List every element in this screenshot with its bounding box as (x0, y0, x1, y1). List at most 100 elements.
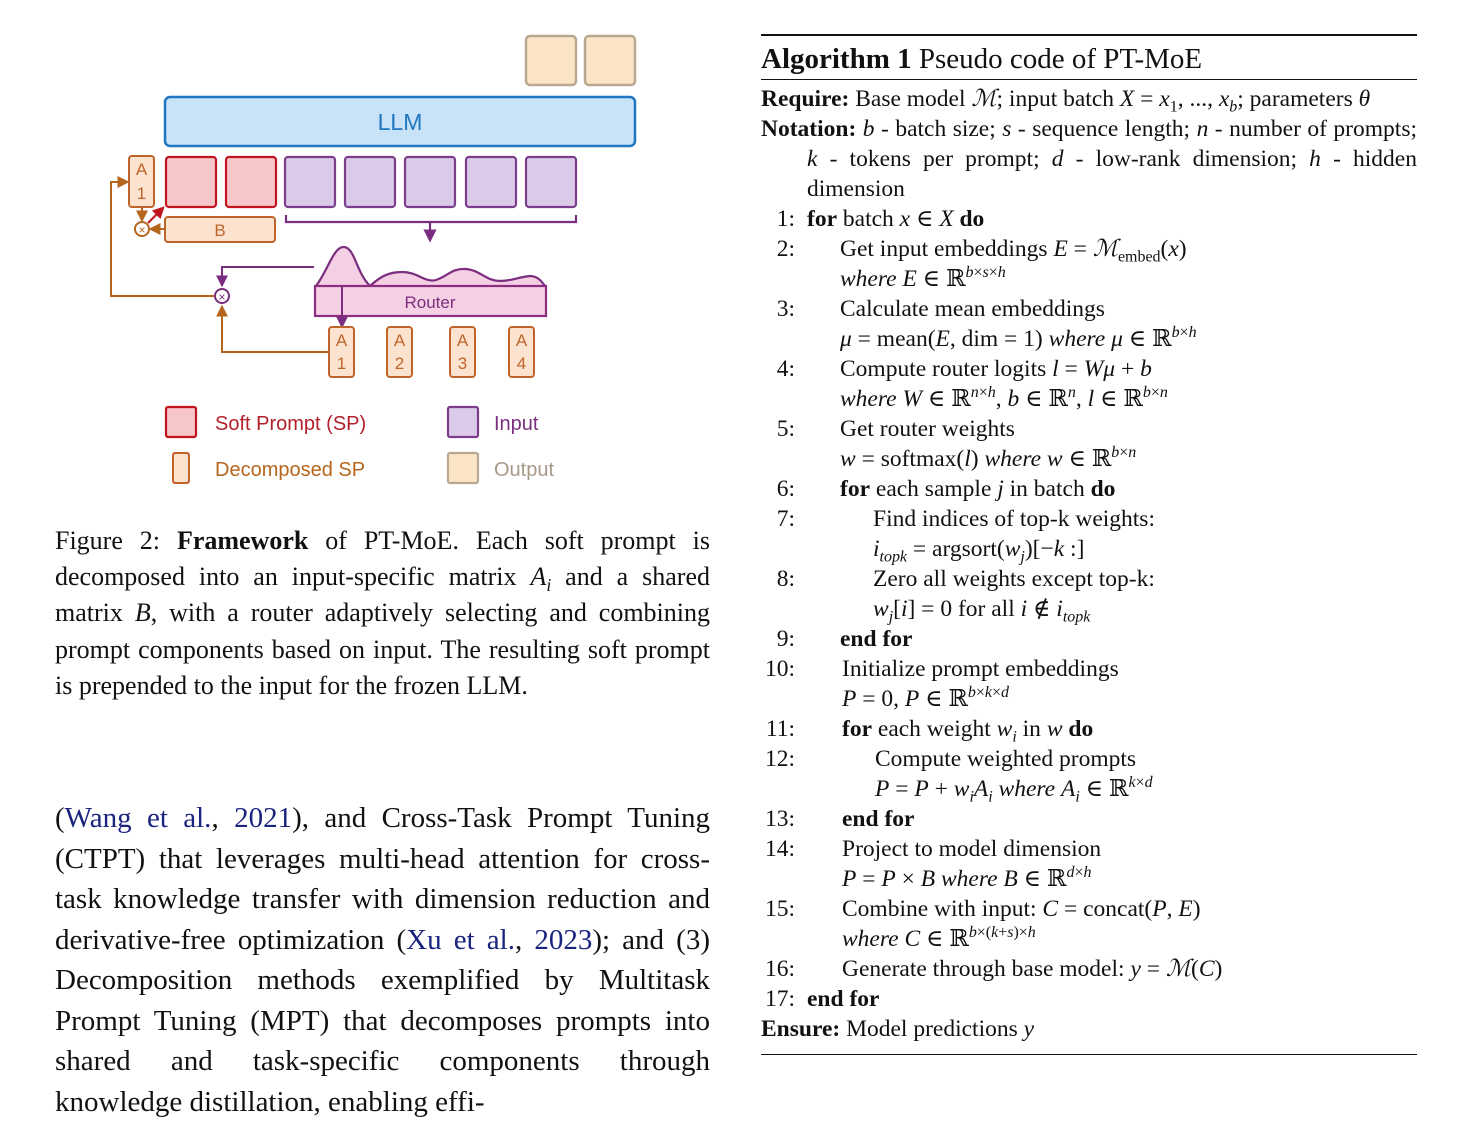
keyword-for: for (807, 206, 838, 232)
notation-text: - sequence length; (1011, 116, 1197, 142)
shared-b-label: B (214, 221, 225, 240)
ensure-keyword: Ensure: (761, 1016, 841, 1042)
algorithm-ensure: Ensure: Model predictions y (761, 1016, 1035, 1042)
caption-symbol: i (546, 575, 552, 596)
router-output-letter: A (457, 331, 469, 350)
algorithm-line: 10: Initialize prompt embeddings (761, 654, 1417, 684)
line-text: in batch (1003, 476, 1091, 502)
notation-text: - hidden dimension (807, 146, 1417, 202)
legend-decomposed-label: Decomposed SP (215, 459, 365, 481)
algorithm-line-cont: P = P + wiAi where Ai ∈ ℝk×d (875, 774, 1153, 806)
body-paragraph: (Wang et al., 2021), and Cross-Task Prom… (55, 798, 710, 1122)
input-token-box (464, 155, 518, 209)
multiply-icon: × (218, 290, 225, 304)
multiply-icon: × (138, 223, 145, 237)
algorithm-line-cont: P = P × B where B ∈ ℝd×h (842, 864, 1092, 892)
shared-b-box (164, 216, 276, 243)
line-text: Initialize prompt embeddings (842, 656, 1119, 682)
algorithm-line: 4: Compute router logits l = Wμ + b (761, 354, 1417, 384)
caption-bold: Framework (176, 526, 309, 555)
keyword-for: for (840, 476, 871, 502)
output-token-box (524, 34, 578, 87)
caption-symbol: B (134, 598, 151, 628)
algorithm-line: 16: Generate through base model: y = ℳ(C… (761, 954, 1417, 984)
caption-prefix: Figure 2: (55, 526, 177, 555)
multiply-node-bottom (214, 288, 230, 304)
algorithm-line: 13: end for (761, 804, 1417, 834)
llm-block (163, 95, 637, 148)
body-text: , (211, 802, 235, 834)
router-output-index: 2 (395, 354, 404, 373)
algorithm-block: Algorithm 1 Pseudo code of PT-MoE Requir… (761, 34, 1417, 1055)
where-text: where (840, 266, 897, 292)
where-text: where (940, 866, 998, 892)
citation-link-wang[interactable]: Wang et al. (64, 802, 212, 834)
input-token-box (283, 155, 337, 209)
algorithm-line-cont: where W ∈ ℝn×h, b ∈ ℝn, l ∈ ℝb×n (840, 384, 1168, 412)
line-number: 3: (776, 296, 795, 322)
algorithm-line: 7: Find indices of top-k weights: (761, 504, 1417, 534)
citation-link-xu-year[interactable]: 2023 (534, 923, 593, 956)
decomposed-a1-index: 1 (137, 184, 146, 203)
keyword-do: do (959, 206, 985, 232)
soft-prompt-box (164, 155, 218, 209)
caption-text: and a shared matrix (55, 562, 710, 628)
line-text: Find indices of top-k weights: (873, 506, 1155, 532)
citation-link-wang-year[interactable]: 2021 (234, 802, 293, 834)
algorithm-line-cont: w = softmax(l) where w ∈ ℝb×n (840, 444, 1137, 472)
keyword-end-for: end for (842, 806, 915, 832)
multiply-to-soft-prompt-arrow (147, 206, 165, 224)
algorithm-line-cont: where C ∈ ℝb×(k+s)×h (842, 924, 1036, 952)
line-text: Zero all weights except top-k: (873, 566, 1155, 592)
line-number: 4: (776, 356, 795, 382)
line-text: Compute weighted prompts (875, 746, 1137, 772)
feedback-loop (110, 176, 214, 297)
line-text: Calculate mean embeddings (840, 296, 1105, 322)
line-number: 14: (764, 836, 795, 862)
notation-text: - batch size; (874, 116, 1003, 142)
router-output-index: 4 (517, 354, 526, 373)
legend-output-swatch (446, 451, 480, 485)
router-weight-arrow (216, 266, 314, 288)
legend-soft-prompt-label: Soft Prompt (SP) (215, 413, 366, 435)
caption-text: of PT-MoE. Each soft prompt is decompose… (55, 526, 710, 592)
body-text: , (514, 923, 535, 956)
keyword-do: do (1090, 476, 1116, 502)
algorithm-require: Require: Base model ℳ; input batch X = x… (761, 86, 1371, 116)
require-text: ; parameters (1237, 86, 1359, 112)
where-text: where (1048, 326, 1106, 352)
algorithm-line: 3: Calculate mean embeddings (761, 294, 1417, 324)
algorithm-line: 11: for each weight wi in w do (761, 714, 1417, 745)
keyword-do: do (1068, 716, 1094, 742)
line-text: Generate through base model: (842, 956, 1131, 982)
router-output-letter: A (516, 331, 528, 350)
algorithm-notation: Notation: b - batch size; s - sequence l… (761, 116, 1417, 202)
line-text: for all (952, 596, 1021, 622)
citation-link-xu[interactable]: Xu et al. (406, 923, 515, 956)
keyword-for: for (842, 716, 873, 742)
line-number: 2: (776, 236, 795, 262)
line-text: Get input embeddings (840, 236, 1054, 262)
where-text: where (842, 926, 899, 952)
algorithm-label: Algorithm 1 (761, 43, 912, 75)
input-token-box (524, 155, 578, 209)
algorithm-line-cont: P = 0, P ∈ ℝb×k×d (842, 684, 1010, 712)
figure-caption: Figure 2: Framework of PT-MoE. Each soft… (55, 523, 710, 704)
line-number: 16: (764, 956, 795, 982)
require-text: ; input batch (996, 86, 1120, 112)
where-text: where (998, 776, 1056, 802)
algorithm-line: 9: end for (761, 624, 1417, 654)
line-number: 7: (776, 506, 795, 532)
algorithm-line: 15: Combine with input: C = concat(P, E) (761, 894, 1417, 924)
algorithm-line: 14: Project to model dimension (761, 834, 1417, 864)
line-text: each weight (872, 716, 997, 742)
caption-symbol: A (530, 562, 547, 592)
algorithm-line-cont: itopk = argsort(wj)[−k :] (873, 536, 1085, 566)
algorithm-line: 2: Get input embeddings E = ℳembed(x) (761, 234, 1417, 265)
line-number: 11: (765, 716, 795, 742)
caption-text: , with a router adaptively selecting and… (55, 598, 711, 700)
keyword-end-for: end for (840, 626, 913, 652)
router-output-a3: A 3 (449, 326, 476, 378)
algorithm-line-cont: where E ∈ ℝb×s×h (840, 264, 1006, 292)
input-bracket (284, 215, 578, 224)
